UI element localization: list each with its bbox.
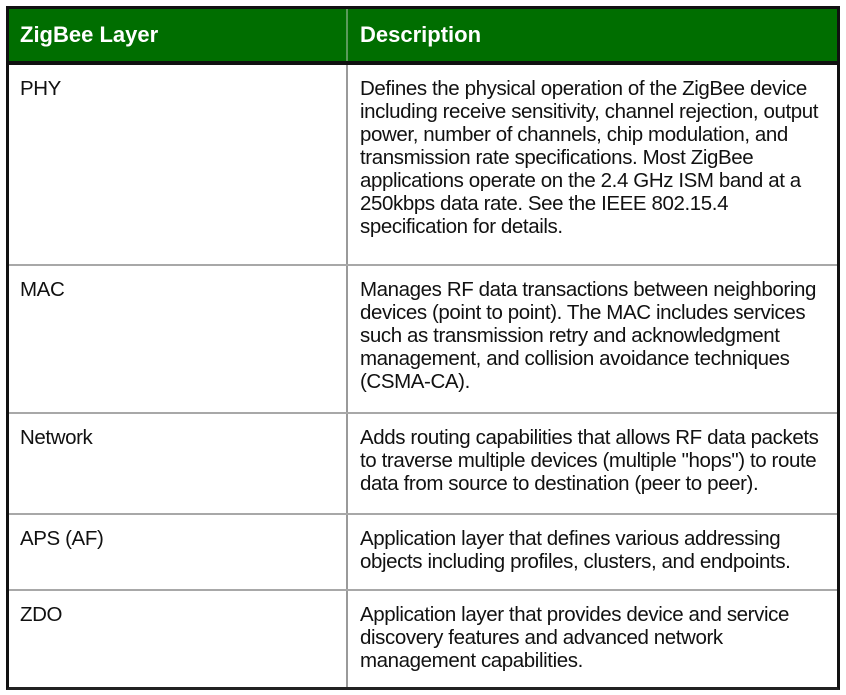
layer-name: Network (9, 414, 348, 513)
layer-description: Defines the physical operation of the Zi… (360, 77, 819, 238)
table-row: APS (AF) Application layer that defines … (9, 515, 837, 591)
table-row: ZDO Application layer that provides devi… (9, 591, 837, 687)
column-header-layer: ZigBee Layer (9, 9, 348, 61)
layer-description: Manages RF data transactions between nei… (360, 278, 817, 393)
layer-description: Application layer that provides device a… (360, 603, 789, 672)
layer-description: Adds routing capabilities that allows RF… (360, 426, 819, 495)
table-row: Network Adds routing capabilities that a… (9, 414, 837, 515)
layer-name: MAC (9, 266, 348, 412)
zigbee-layers-table: ZigBee Layer Description PHY Defines the… (6, 6, 840, 690)
layer-description: Application layer that defines various a… (360, 527, 791, 573)
layer-name: ZDO (9, 591, 348, 687)
column-header-description: Description (360, 22, 482, 47)
layer-name: APS (AF) (9, 515, 348, 589)
table-row: PHY Defines the physical operation of th… (9, 65, 837, 266)
table-row: MAC Manages RF data transactions between… (9, 266, 837, 414)
table-header: ZigBee Layer Description (9, 9, 837, 65)
layer-name: PHY (9, 65, 348, 264)
